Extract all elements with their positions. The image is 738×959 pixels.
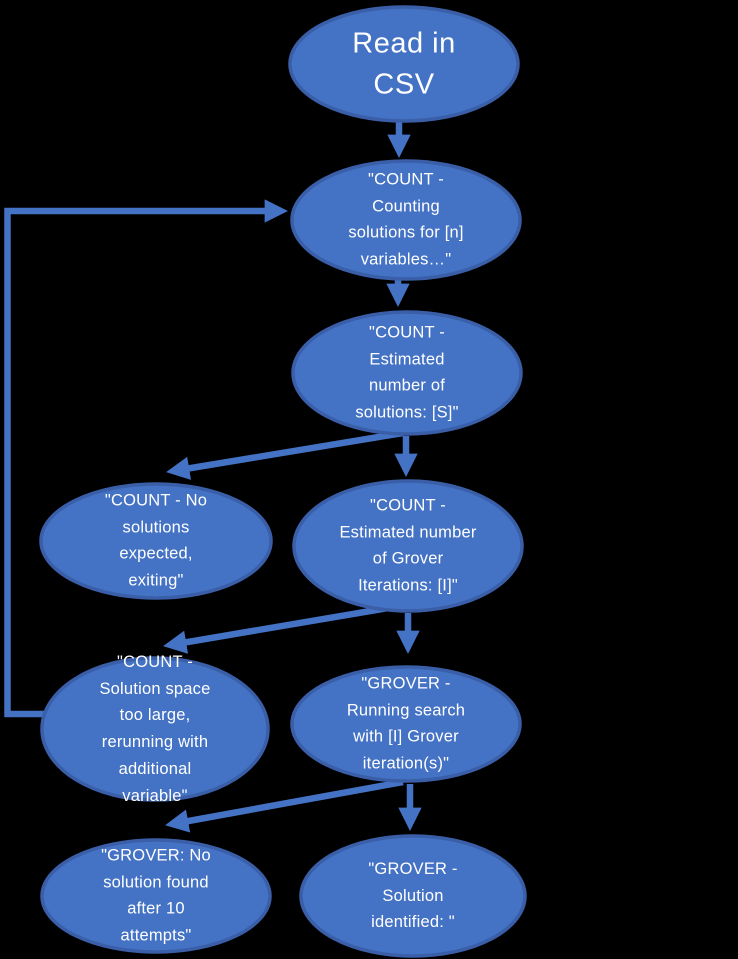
node-grover-running-search [290, 665, 522, 783]
node-grover-solution-identified [299, 834, 527, 958]
arrow-grover-iterations-to-too-large [163, 602, 401, 654]
node-count-no-solutions [39, 482, 273, 600]
node-count-solution-space-too-large [40, 656, 270, 802]
node-count-counting [290, 159, 522, 281]
node-count-grover-iterations [292, 479, 524, 613]
node-grover-no-solution [40, 838, 272, 954]
node-read-csv [288, 5, 520, 123]
loop-connector-too-large-to-counting [4, 199, 289, 718]
arrow-estimated-solutions-to-no-solutions [166, 429, 404, 480]
arrow-running-search-to-no-solution [165, 778, 404, 833]
node-count-estimated-solutions [291, 310, 523, 436]
